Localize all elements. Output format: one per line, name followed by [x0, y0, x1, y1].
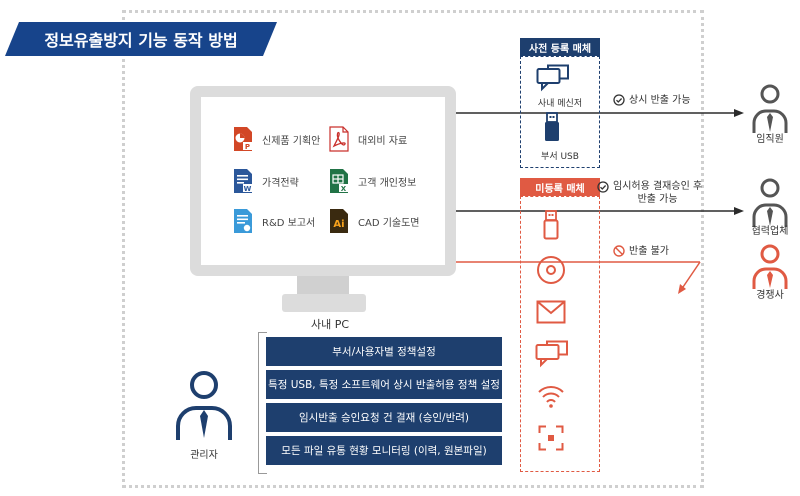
employee-person-icon — [752, 84, 788, 133]
word-file-icon: W — [234, 169, 252, 193]
svg-text:X: X — [341, 185, 347, 193]
file-item: X 고객 개인정보 — [328, 168, 416, 194]
prohibited-icon — [613, 245, 625, 257]
arrowhead-competitor — [678, 284, 686, 294]
unregistered-media-panel — [520, 196, 600, 472]
file-label: 고객 개인정보 — [358, 177, 417, 189]
file-label: 가격전략 — [262, 177, 299, 189]
policy-item: 특정 USB, 특정 소프트웨어 상시 반출허용 정책 설정 — [266, 370, 502, 399]
partner-person-icon — [752, 178, 788, 227]
admin-person-icon — [176, 371, 232, 440]
policy-item: 임시반출 승인요청 건 결재 (승인/반려) — [266, 403, 502, 432]
registered-media-panel — [520, 56, 600, 168]
wifi-icon — [538, 386, 564, 408]
partner-label: 협력업체 — [751, 226, 789, 237]
policy-item: 부서/사용자별 정책설정 — [266, 337, 502, 366]
pdf-file-icon — [329, 126, 349, 152]
file-item: Ai CAD 기술도면 — [328, 208, 420, 234]
usb-icon — [543, 210, 559, 240]
hwp-file-icon — [234, 209, 252, 233]
office-pc-label: 사내 PC — [310, 318, 350, 331]
file-item: W 가격전략 — [232, 168, 299, 194]
status-text: 반출 불가 — [629, 246, 669, 257]
admin-label: 관리자 — [190, 450, 218, 461]
status-text: 임시허용 결재승인 후 반출 가능 — [613, 180, 702, 206]
status-temporary-allowed: 임시허용 결재승인 후 반출 가능 — [597, 180, 702, 206]
status-text-line: 반출 가능 — [637, 194, 678, 205]
svg-text:Ai: Ai — [333, 219, 344, 230]
file-label: 신제품 기획안 — [262, 135, 321, 147]
flow-line-competitor-deflect — [680, 261, 701, 291]
check-circle-icon — [597, 181, 609, 193]
check-circle-icon — [613, 94, 625, 106]
registered-media-header: 사전 등록 매체 — [520, 38, 600, 56]
file-item: R&D 보고서 — [232, 208, 315, 234]
status-blocked: 반출 불가 — [613, 245, 669, 258]
status-text: 상시 반출 가능 — [629, 95, 691, 106]
svg-text:P: P — [245, 143, 250, 151]
capture-icon — [538, 425, 564, 451]
page-title: 정보유출방지 기능 동작 방법 — [5, 22, 277, 56]
competitor-person-icon — [752, 244, 788, 289]
messenger-icon — [536, 64, 569, 92]
file-label: CAD 기술도면 — [358, 217, 420, 229]
diagram-frame — [122, 10, 704, 488]
powerpoint-file-icon: P — [234, 127, 252, 151]
arrowhead-partner — [734, 207, 744, 215]
file-item: 대외비 자료 — [328, 126, 407, 152]
employee-label: 임직원 — [756, 134, 784, 145]
svg-text:W: W — [244, 185, 252, 193]
file-label: R&D 보고서 — [262, 217, 316, 229]
device-label: 부서 USB — [541, 152, 579, 162]
excel-file-icon: X — [330, 169, 348, 193]
messenger-icon — [535, 340, 568, 368]
monitor-stand-base — [282, 294, 366, 312]
policy-bracket — [258, 332, 267, 474]
file-item: P 신제품 기획안 — [232, 126, 320, 152]
unregistered-media-header: 미등록 매체 — [520, 178, 600, 196]
file-label: 대외비 자료 — [358, 135, 408, 147]
arrowhead-employee — [734, 109, 744, 117]
status-text-line: 임시허용 결재승인 후 — [613, 181, 703, 192]
monitor-stand-neck — [297, 276, 349, 294]
status-always-allowed: 상시 반출 가능 — [613, 94, 691, 107]
device-label: 사내 메신저 — [537, 99, 583, 109]
illustrator-file-icon: Ai — [330, 209, 348, 233]
disc-icon — [537, 256, 565, 284]
email-icon — [536, 300, 566, 324]
usb-icon — [545, 112, 559, 141]
competitor-label: 경쟁사 — [756, 290, 784, 301]
policy-item: 모든 파일 유통 현황 모니터링 (이력, 원본파일) — [266, 436, 502, 465]
